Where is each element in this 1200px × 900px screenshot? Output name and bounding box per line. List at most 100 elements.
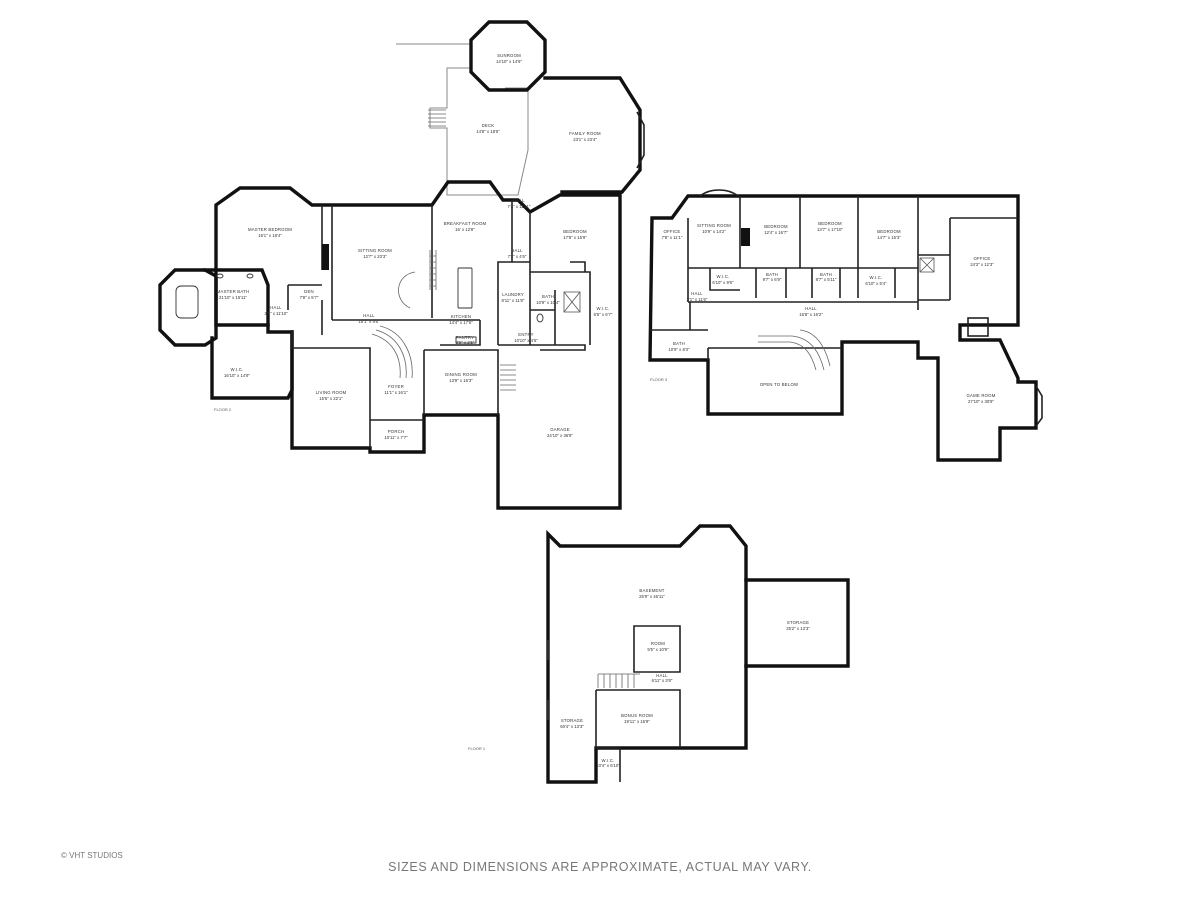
room-bedroom-c-name: BEDROOM [877, 229, 901, 234]
deck-stairs [428, 109, 446, 127]
room-wic-up-name: W.I.C. [717, 274, 730, 279]
room-office-right-dims: 24'3" x 12'3" [970, 262, 994, 267]
room-bath-main-dims: 10'9" x 10'4" [536, 300, 560, 305]
room-porch-name: PORCH [388, 429, 405, 434]
fireplace-icon [322, 244, 329, 270]
room-bedroom-main-dims: 17'8" x 15'9" [563, 235, 587, 240]
interior-walls-main [287, 200, 591, 448]
curved-counter [398, 271, 416, 309]
room-game-dims: 27'10" x 30'9" [968, 399, 994, 404]
room-breakfast-name: BREAKFAST ROOM [444, 221, 487, 226]
room-breakfast-dims: 16' x 12'8" [455, 227, 475, 232]
room-dining-dims: 13'9" x 16'3" [449, 378, 473, 383]
room-hall-side-name: HALL [270, 305, 282, 310]
room-bonus-name: BONUS ROOM [621, 713, 653, 718]
room-hall-center-dims: 16'1" x 9'6" [358, 319, 380, 324]
room-porch-dims: 10'11" x 7'7" [384, 435, 408, 440]
storage-walls [744, 578, 850, 668]
room-bedroom-b-name: BEDROOM [818, 221, 842, 226]
room-entry-dims: 10'10" x 4'6" [514, 338, 538, 343]
room-living-name: LIVING ROOM [316, 390, 347, 395]
room-garage-dims: 24'10" x 36'8" [547, 433, 573, 438]
room-hall-top-name: HALL [513, 198, 525, 203]
room-storage-right-name: STORAGE [787, 620, 809, 625]
room-hall-up-dims: 16'8" x 16'2" [799, 312, 823, 317]
upper-fireplace-icon [741, 228, 750, 246]
kitchen-island-icon [457, 267, 473, 309]
room-bath-up-left-name: BATH [673, 341, 685, 346]
room-family-name: FAMILY ROOM [569, 131, 601, 136]
family-room-bay [636, 111, 645, 169]
shower-box [563, 291, 581, 313]
room-sitting-name: SITTING ROOM [358, 248, 392, 253]
sink-icon-2 [246, 273, 254, 279]
room-basement-dims: 25'9" x 46'11" [639, 594, 665, 599]
room-hall-base-name: HALL [656, 673, 668, 678]
copyright-text: © VHT STUDIOS [61, 851, 123, 860]
room-wic-main-dims: 6'5" x 6'7" [594, 312, 613, 317]
room-garage-name: GARAGE [550, 427, 570, 432]
upper-shower-icon [919, 257, 935, 273]
room-master-bedroom-dims: 16'1" x 18'4" [258, 233, 282, 238]
floor2-label: FLOOR 2 [214, 407, 232, 412]
room-hall-up-left-dims: 3'1" x 11'6" [687, 297, 708, 302]
room-wic-base-name: W.I.C. [602, 758, 615, 763]
room-wic-master-name: W.I.C. [231, 367, 244, 372]
room-bedroom-a-name: BEDROOM [764, 224, 788, 229]
garage-stair [500, 364, 516, 391]
room-foyer-name: FOYER [388, 384, 404, 389]
game-room-bay [1035, 385, 1043, 427]
room-storage-left-name: STORAGE [561, 718, 583, 723]
room-wic-up-dims: 6'10" x 9'6" [712, 280, 734, 285]
family-room-walls [543, 76, 642, 194]
room-bath-up-a-dims: 9'7" x 6'9" [763, 277, 782, 282]
room-wic-up-b-name: W.I.C. [870, 275, 883, 280]
room-hall-base-dims: 6'11" x 3'8" [652, 678, 673, 683]
room-sunroom-dims: 14'10" x 14'9" [496, 59, 522, 64]
upper-shower-x [919, 257, 935, 273]
kitchen-stair [429, 250, 437, 290]
room-hall-small-name: HALL [511, 248, 523, 253]
room-bath-up-b-dims: 8'7" x 5'11" [816, 277, 837, 282]
room-room-base-name: ROOM [651, 641, 665, 646]
upper-outer-walls [648, 194, 1038, 462]
floor1-label: FLOOR 1 [468, 746, 486, 751]
room-entry-name: ENTRY [518, 332, 534, 337]
room-kitchen-dims: 14'4" x 17'6" [449, 320, 473, 325]
deck-outline [396, 43, 529, 196]
room-bedroom-main-name: BEDROOM [563, 229, 587, 234]
room-bath-up-a-name: BATH [766, 272, 778, 277]
main-floor [158, 20, 645, 510]
room-game-name: GAME ROOM [966, 393, 995, 398]
room-office-right-name: OFFICE [974, 256, 991, 261]
room-deck-name: DECK [482, 123, 495, 128]
upper-bay [699, 189, 739, 197]
upper-staircase [758, 329, 831, 371]
room-storage-left-dims: 60'4" x 13'3" [560, 724, 584, 729]
room-sunroom-name: SUNROOM [497, 53, 521, 58]
room-laundry-name: LAUNDRY [502, 292, 524, 297]
upper-floor [648, 189, 1043, 462]
room-bath-main-name: BATH [542, 294, 554, 299]
room-deck-dims: 14'8" x 18'5" [476, 129, 500, 134]
room-basement-name: BASEMENT [639, 588, 664, 593]
room-wic-master-dims: 16'10" x 14'9" [224, 373, 250, 378]
room-pantry-name: PANTRY [456, 335, 474, 340]
room-laundry-dims: 8'11" x 11'8" [502, 298, 525, 303]
room-open-below-name: OPEN TO BELOW [760, 382, 799, 387]
floor3-label: FLOOR 3 [650, 377, 668, 382]
basement-interior-walls [595, 625, 681, 782]
room-bedroom-a-dims: 12'4" x 16'7" [764, 230, 788, 235]
room-wic-up-b-dims: 6'10" x 5'4" [865, 281, 887, 286]
room-hall-up-left-name: HALL [691, 291, 703, 296]
room-labels: SUNROOM 14'10" x 14'9" DECK 14'8" x 18'5… [214, 53, 996, 768]
master-bath-walls [158, 268, 218, 347]
master-bath-link [203, 268, 270, 327]
sink-icon [216, 273, 224, 279]
room-master-bath-dims: 21'10" x 15'11" [219, 295, 248, 300]
room-den-dims: 7'8" x 5'7" [300, 295, 319, 300]
room-foyer-dims: 11'1" x 16'1" [384, 390, 408, 395]
room-bath-up-b-name: BATH [820, 272, 832, 277]
room-master-bath-name: MASTER BATH [217, 289, 249, 294]
